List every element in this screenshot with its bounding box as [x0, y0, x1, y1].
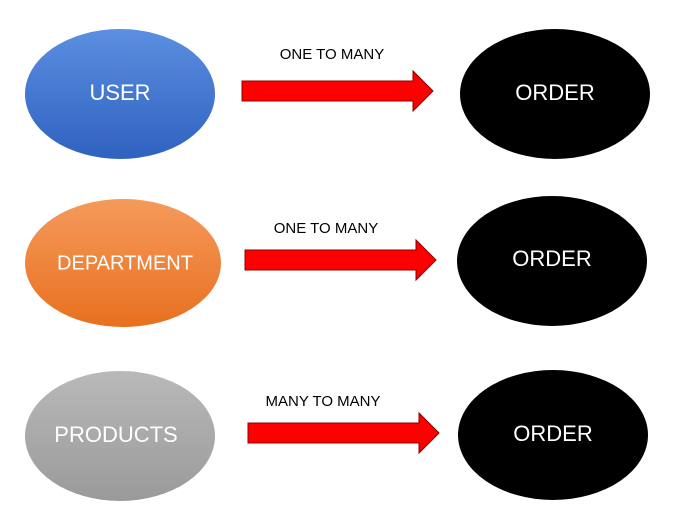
order-entity-node: [458, 370, 648, 500]
order-entity-label: ORDER: [513, 421, 592, 446]
relation-row-department: DEPARTMENT ONE TO MANY ORDER: [25, 196, 647, 327]
relation-label-products-order: MANY TO MANY: [265, 393, 380, 410]
order-entity-node: [457, 196, 647, 326]
arrow-right-icon: [244, 238, 437, 282]
arrow-right-icon: [247, 411, 440, 455]
user-entity-node: [25, 29, 215, 159]
order-entity-label: ORDER: [512, 246, 591, 271]
order-entity-node: [460, 29, 650, 159]
products-entity-node: [25, 371, 215, 501]
relation-row-products: PRODUCTS MANY TO MANY ORDER: [25, 370, 648, 501]
products-entity-label: PRODUCTS: [54, 422, 177, 447]
relation-label-user-order: ONE TO MANY: [280, 46, 384, 63]
arrow-right-icon: [241, 69, 434, 113]
relation-label-department-order: ONE TO MANY: [274, 220, 378, 237]
department-entity-label: DEPARTMENT: [57, 252, 193, 274]
order-entity-label: ORDER: [515, 80, 594, 105]
relation-row-user: USER ONE TO MANY ORDER: [25, 29, 650, 159]
user-entity-label: USER: [89, 80, 150, 105]
department-entity-node: [25, 199, 221, 327]
